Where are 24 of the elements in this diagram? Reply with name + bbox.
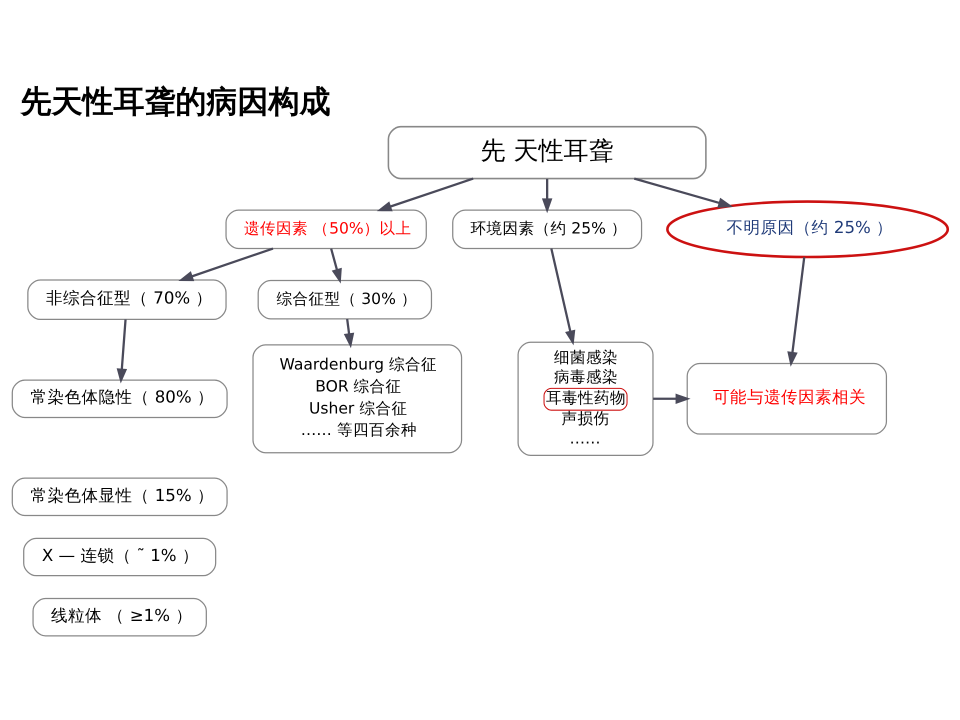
arrow <box>178 247 274 282</box>
arrow <box>787 257 806 367</box>
arrow <box>344 318 354 348</box>
arrow <box>330 248 342 284</box>
arrow <box>550 248 576 346</box>
arrow <box>653 394 691 404</box>
node-box: 细菌感染 病毒感染 耳毒性药物 声损伤 …… <box>517 342 654 456</box>
node-box: 可能与遗传因素相关 <box>686 362 888 435</box>
node-box: 综合征型（ 30% ） <box>258 280 432 320</box>
node-box: 线粒体 （ ≥1% ） <box>32 598 207 636</box>
node-box: 环境因素（约 25% ） <box>452 209 642 250</box>
arrow <box>542 178 552 214</box>
node-box: 常染色体隐性（ 80% ） <box>12 379 228 418</box>
node-box: X — 连锁（ ˜ 1% ） <box>23 538 216 576</box>
node-box: Waardenburg 综合征 BOR 综合征 Usher 综合征 …… 等四百余种 <box>252 344 462 454</box>
node-box: 遗传因素 （50%）以上 <box>225 209 427 250</box>
node-box: 常染色体显性（ 15% ） <box>12 478 228 516</box>
node-box: 先 天性耳聋 <box>388 126 707 180</box>
node-ellipse: 不明原因（约 25% ） <box>666 200 950 258</box>
node-box: 非综合征型（ 70% ） <box>27 279 227 320</box>
diagram-title: 先天性耳聋的病因构成 <box>20 84 331 120</box>
arrow <box>634 178 734 208</box>
arrow <box>376 178 474 212</box>
arrow <box>116 319 128 384</box>
